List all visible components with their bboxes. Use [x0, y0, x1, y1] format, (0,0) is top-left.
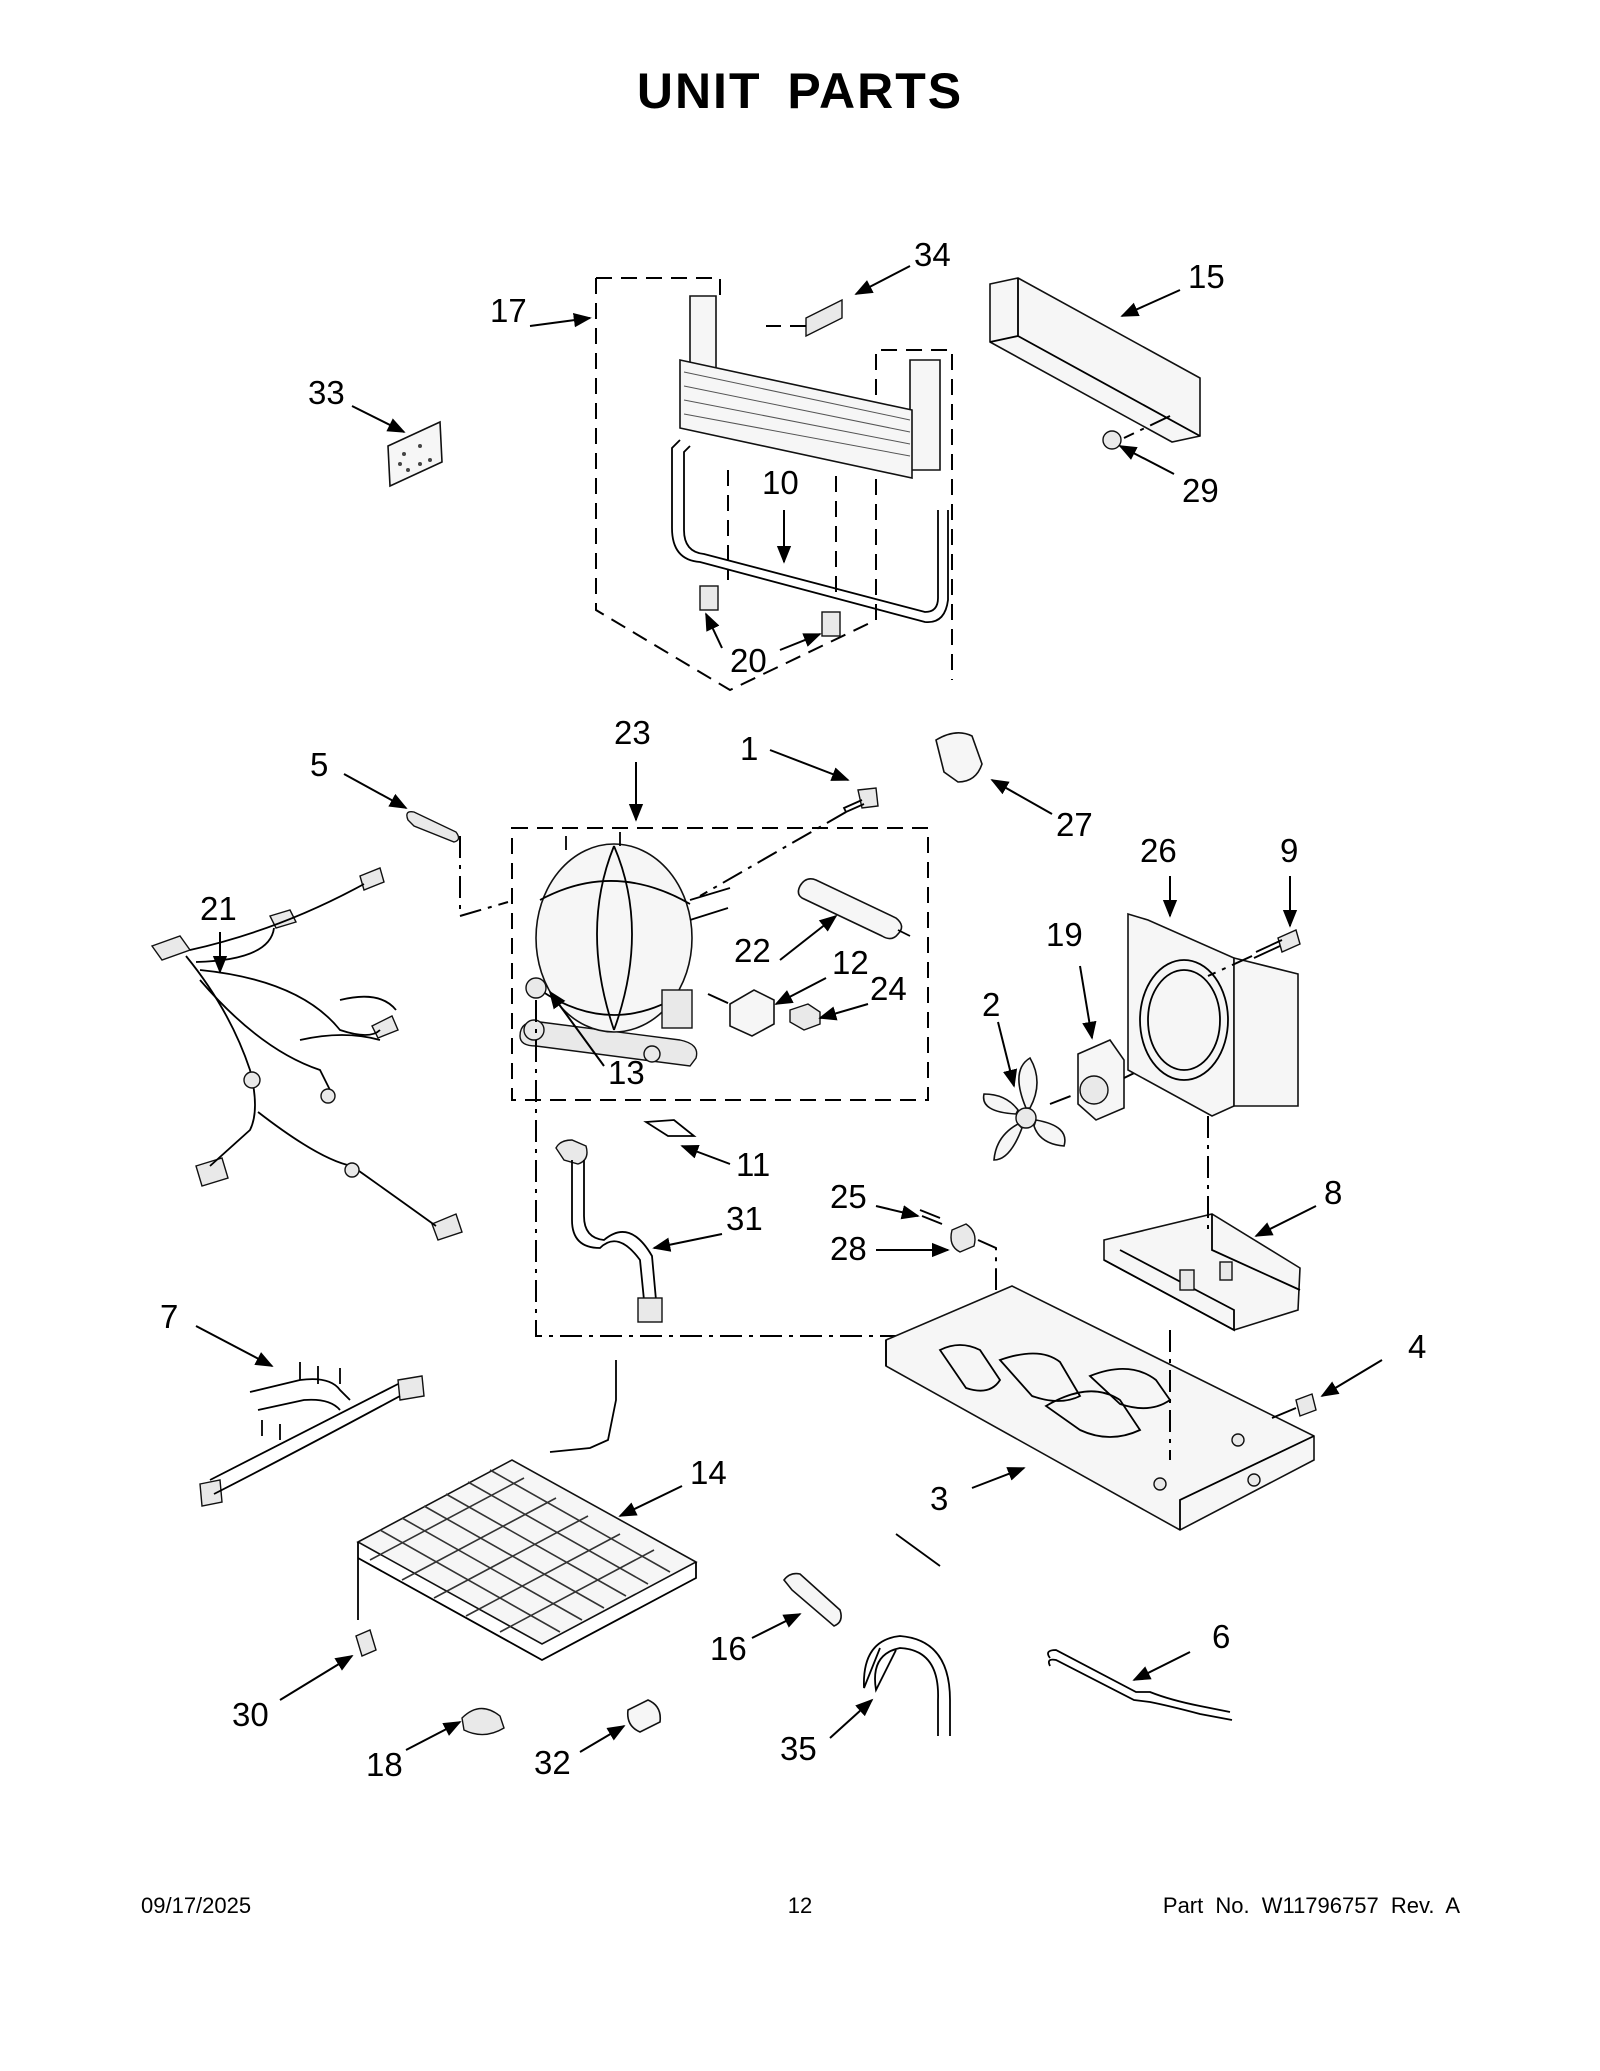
footer-page-number: 12 [787, 1893, 813, 1918]
callout-28: 28 [830, 1230, 867, 1267]
grommet-part-13 [525, 977, 547, 999]
screw-part-25 [919, 1209, 943, 1225]
footer-date: 09/17/2025 [141, 1893, 252, 1918]
evaporator-part [671, 295, 949, 637]
callout-9: 9 [1280, 832, 1298, 869]
callout-31: 31 [726, 1200, 763, 1237]
evaporator-assembly-outline [595, 277, 953, 692]
screw-part-9 [1207, 929, 1301, 977]
wire-harness-part [150, 867, 463, 1241]
callout-1: 1 [740, 730, 758, 767]
compressor-part [519, 832, 731, 1067]
heater-wire-part [199, 1362, 425, 1507]
callout-10: 10 [762, 464, 799, 501]
callout-5: 5 [310, 746, 328, 783]
screw-part-1 [699, 787, 879, 897]
callout-20: 20 [730, 642, 767, 679]
wire-part-5 [406, 810, 460, 843]
callout-32: 32 [534, 1744, 571, 1781]
callout-14: 14 [690, 1454, 727, 1491]
callout-8: 8 [1324, 1174, 1342, 1211]
callout-22: 22 [734, 932, 771, 969]
condenser-part [356, 1360, 698, 1662]
base-plate-part [885, 1285, 1315, 1531]
callout-7: 7 [160, 1298, 178, 1335]
callout-labels: 1 2 3 4 5 6 7 8 9 10 11 12 13 14 15 16 1… [160, 236, 1426, 1783]
tube-part-6 [1047, 1649, 1233, 1721]
grommet-part-18 [461, 1707, 505, 1736]
drier-part [797, 878, 911, 940]
callout-26: 26 [1140, 832, 1177, 869]
callout-30: 30 [232, 1696, 269, 1733]
callout-25: 25 [830, 1178, 867, 1215]
callout-4: 4 [1408, 1328, 1426, 1365]
drain-tube-part [555, 1139, 663, 1323]
leader-arrows [195, 265, 1383, 1753]
control-board-part [387, 420, 443, 488]
callout-34: 34 [914, 236, 951, 273]
callout-23: 23 [614, 714, 651, 751]
callout-2: 2 [982, 986, 1000, 1023]
relay-cover-part [789, 1003, 821, 1031]
grommet-part-29 [1102, 430, 1122, 450]
callout-33: 33 [308, 374, 345, 411]
callout-21: 21 [200, 890, 237, 927]
evaporator-cover-part [989, 277, 1201, 443]
callout-17: 17 [490, 292, 527, 329]
relay-part [707, 989, 775, 1037]
grommet-part-28 [950, 1223, 997, 1290]
screw-part-4 [1271, 1393, 1317, 1419]
callout-13: 13 [608, 1054, 645, 1091]
clip-part-11 [643, 1119, 697, 1137]
callout-27: 27 [1056, 806, 1093, 843]
clip-part-30 [355, 1629, 377, 1657]
footer-part-number: Part No. W11796757 Rev. A [1162, 1893, 1460, 1918]
callout-24: 24 [870, 970, 907, 1007]
fan-bracket-part [1103, 1116, 1301, 1460]
clip-part-27 [935, 732, 983, 783]
callout-11: 11 [736, 1146, 770, 1183]
callout-12: 12 [832, 944, 869, 981]
callout-16: 16 [710, 1630, 747, 1667]
callout-19: 19 [1046, 916, 1083, 953]
tube-part-32 [626, 1699, 662, 1733]
fan-motor-part [1049, 1035, 1211, 1121]
insulation-part-16 [782, 1572, 842, 1627]
compressor-assembly-outline [511, 827, 929, 1101]
callout-35: 35 [780, 1730, 817, 1767]
callout-15: 15 [1188, 258, 1225, 295]
label-part-34 [766, 298, 843, 338]
callout-18: 18 [366, 1746, 403, 1783]
fan-blade-part [982, 1056, 1066, 1161]
callout-3: 3 [930, 1480, 948, 1517]
fan-shroud-part [1127, 912, 1299, 1117]
callout-29: 29 [1182, 472, 1219, 509]
callout-6: 6 [1212, 1618, 1230, 1655]
page-title: UNIT PARTS [636, 63, 964, 119]
tube-part-35 [863, 1533, 951, 1736]
